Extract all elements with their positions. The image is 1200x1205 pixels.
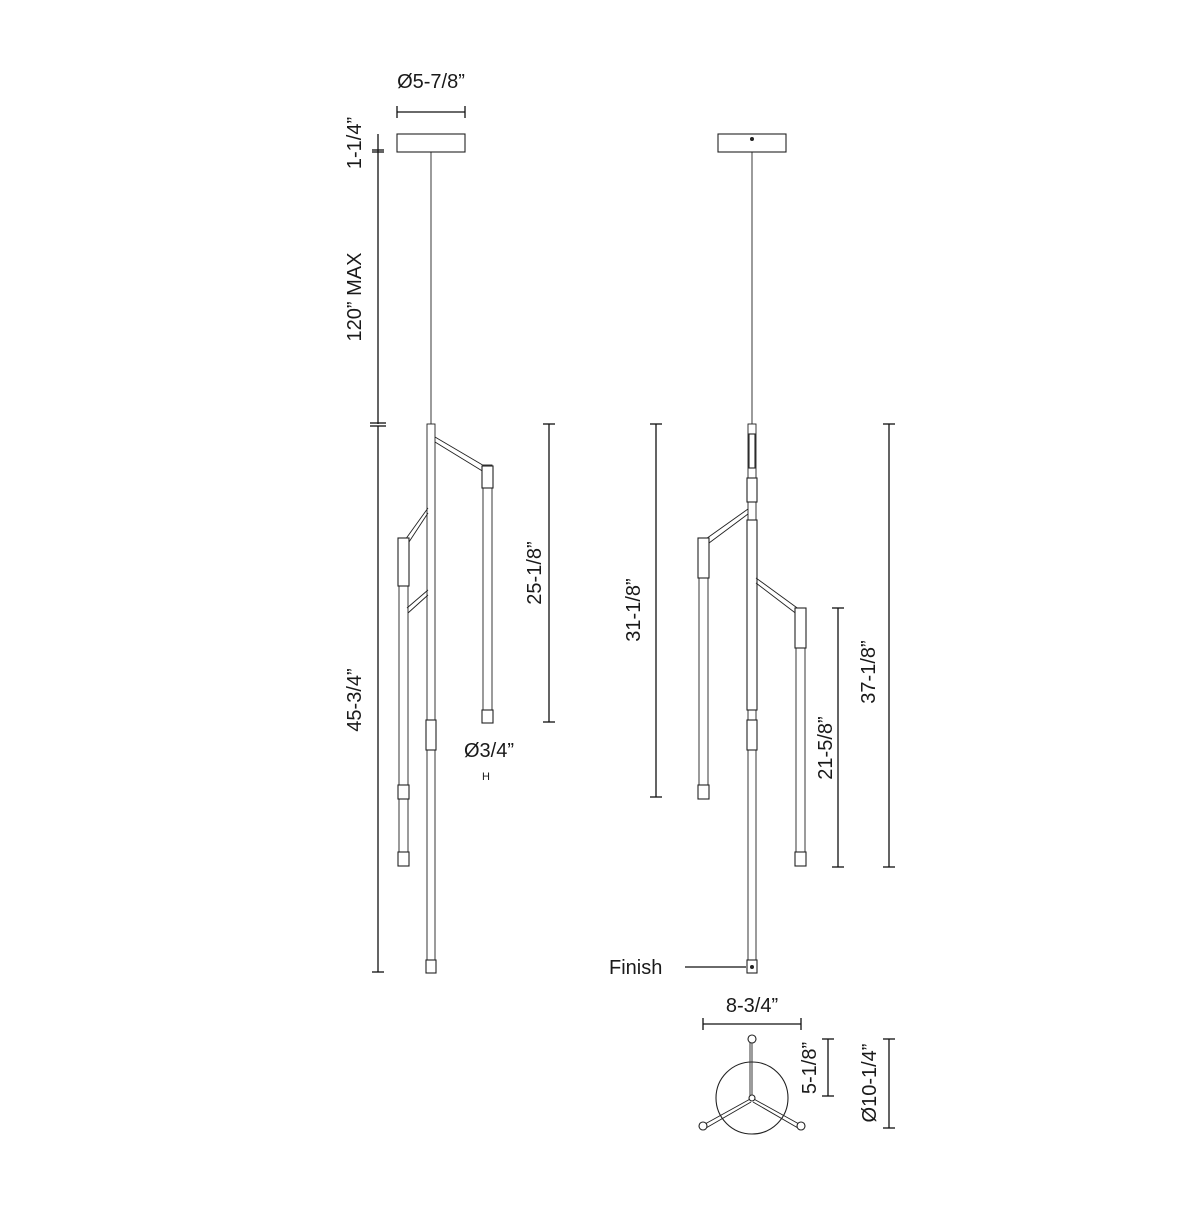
rod-cap-top-left bbox=[397, 537, 410, 587]
rod-diameter-marker: H bbox=[482, 771, 490, 783]
rod-cap-top-right bbox=[481, 465, 494, 489]
plan-rod-end-left bbox=[698, 1121, 708, 1131]
cable-length-label: 120” MAX bbox=[344, 253, 366, 342]
arm-length-b-label: 21-5/8” bbox=[815, 716, 837, 779]
finish-label: Finish bbox=[609, 957, 662, 979]
rod-cap-top-left-b bbox=[697, 537, 710, 579]
right-dimensions: 31-1/8” 21-5/8” 37-1/8” Finish bbox=[609, 423, 895, 979]
hanging-rod-left bbox=[398, 537, 409, 867]
left-elevation-view bbox=[396, 133, 494, 974]
left-dimensions: Ø5-7/8” 1-1/4” 120” MAX 45-3/4” 25-1/8” … bbox=[344, 71, 555, 973]
right-elevation-view bbox=[697, 133, 807, 974]
plan-view bbox=[698, 1034, 806, 1135]
rod-diameter-label: Ø3/4” bbox=[464, 740, 514, 762]
overall-height-label: 45-3/4” bbox=[344, 668, 366, 731]
canopy-right bbox=[717, 133, 787, 153]
rod-light-section-right bbox=[746, 519, 758, 711]
arm-length-a-label: 31-1/8” bbox=[623, 578, 645, 641]
arm-right-b bbox=[755, 577, 801, 611]
plan-dimensions: 8-3/4” 5-1/8” Ø10-1/4” bbox=[702, 995, 895, 1129]
rod-joint-lower-right bbox=[746, 719, 758, 751]
footprint-diameter-label: Ø10-1/4” bbox=[859, 1044, 881, 1123]
rod-slot-right bbox=[748, 433, 756, 469]
center-rod-left bbox=[426, 423, 436, 973]
plan-rod-end-right bbox=[796, 1121, 806, 1131]
rod-joint-upper-right bbox=[746, 477, 758, 503]
plan-arm-right bbox=[751, 1097, 800, 1125]
rod-endcap-left bbox=[425, 959, 437, 974]
arm-left-b bbox=[702, 508, 749, 542]
arm-length-c-label: 37-1/8” bbox=[858, 640, 880, 703]
hanging-rod-right bbox=[482, 464, 493, 723]
short-rod-length-label: 25-1/8” bbox=[524, 541, 546, 604]
hub-offset-label: 5-1/8” bbox=[799, 1042, 821, 1094]
canopy-left bbox=[396, 133, 466, 153]
arm-upper-left bbox=[404, 507, 429, 541]
rod-cap-bottom-right bbox=[481, 709, 494, 724]
canopy-height-label: 1-1/4” bbox=[344, 117, 366, 169]
canopy-diameter-label: Ø5-7/8” bbox=[397, 71, 465, 93]
rod-cap-bottom-right-b bbox=[794, 851, 807, 867]
spread-width-label: 8-3/4” bbox=[726, 995, 778, 1017]
plan-arm-left bbox=[704, 1097, 753, 1125]
rod-joint-left bbox=[425, 719, 437, 751]
rod-cap-bottom-left bbox=[397, 851, 410, 867]
finish-dot-icon bbox=[750, 965, 754, 969]
arm-lower-left bbox=[406, 589, 429, 609]
canopy-screw-icon bbox=[750, 137, 754, 141]
rod-joint-left-lower bbox=[397, 784, 410, 800]
plan-rod-end-top bbox=[747, 1034, 757, 1044]
arm-upper-right bbox=[434, 436, 487, 468]
plan-hub bbox=[748, 1094, 756, 1102]
rod-cap-top-right-b bbox=[794, 607, 807, 649]
rod-cap-bottom-left-b bbox=[697, 784, 710, 800]
